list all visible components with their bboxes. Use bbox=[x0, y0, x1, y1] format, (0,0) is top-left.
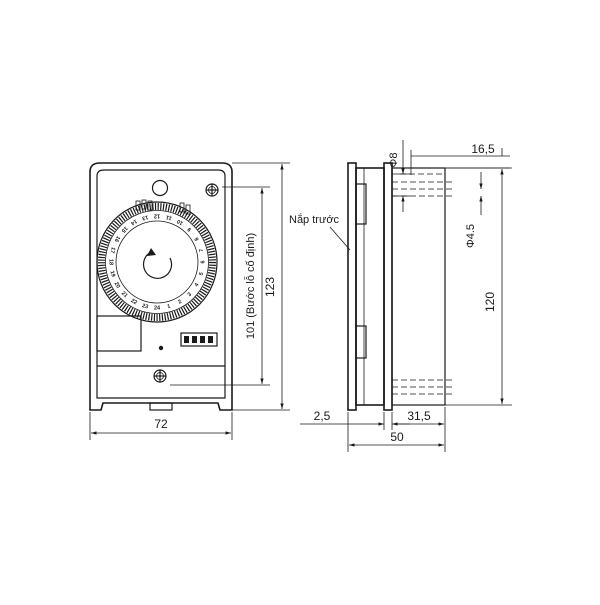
back-plate bbox=[383, 162, 393, 411]
dial-number: 13 bbox=[141, 213, 148, 220]
dial-rotation-arrow-icon bbox=[142, 251, 173, 279]
dim-height-label: 123 bbox=[263, 277, 277, 297]
dim-dia-4-5: Φ4.5 bbox=[465, 172, 483, 248]
dial-number: 9 bbox=[187, 226, 193, 232]
dial-number: 1 bbox=[167, 304, 172, 311]
dim-hole-pitch-label: 101 (Bước lỗ cố định) bbox=[244, 233, 257, 339]
dial-number: 20 bbox=[113, 281, 121, 289]
dim-hole-pitch-101: 101 (Bước lỗ cố định) bbox=[170, 186, 270, 386]
back-mount bbox=[391, 167, 446, 406]
dial-number: 4 bbox=[194, 282, 201, 288]
dial-number: 2 bbox=[177, 299, 183, 306]
dim-width-label: 72 bbox=[154, 417, 168, 431]
dia-4-5-label: Φ4.5 bbox=[465, 224, 477, 248]
dim-16-5-label: 16,5 bbox=[471, 142, 495, 156]
dim-2-5-label: 2,5 bbox=[314, 409, 331, 423]
dial-number: 7 bbox=[199, 248, 206, 253]
dip-switch-block bbox=[180, 332, 218, 347]
front-cover-part bbox=[347, 162, 357, 411]
front-cover-label: Nắp trước bbox=[289, 213, 340, 226]
dial-number: 21 bbox=[120, 291, 129, 300]
indicator-dot bbox=[158, 345, 164, 351]
dim-50-label: 50 bbox=[390, 430, 404, 444]
dial-number: 8 bbox=[194, 236, 201, 242]
dim-16-5: 16,5 bbox=[410, 142, 510, 175]
hidden-hole-bottom bbox=[392, 379, 452, 395]
bottom-screw-icon bbox=[153, 369, 167, 383]
dial-number: 12 bbox=[154, 213, 160, 219]
clip-bottom bbox=[355, 325, 367, 359]
dim-height-120: 120 bbox=[445, 167, 512, 406]
side-view: Nắp trước Φ8 16,5 Φ4.5 bbox=[289, 140, 512, 452]
dial-pins bbox=[135, 199, 191, 215]
side-body bbox=[355, 167, 385, 406]
dial-number: 3 bbox=[187, 292, 193, 298]
dial-number: 22 bbox=[130, 298, 138, 306]
dial-number: 24 bbox=[154, 305, 161, 311]
front-panel bbox=[96, 169, 226, 399]
dia-8-label: Φ8 bbox=[388, 153, 400, 168]
dial-number: 14 bbox=[129, 218, 138, 227]
dial-number: 6 bbox=[200, 260, 206, 263]
front-housing bbox=[89, 162, 233, 411]
top-screw-icon bbox=[205, 183, 219, 197]
display-window bbox=[96, 315, 142, 352]
dim-bottom: 2,5 31,5 50 bbox=[300, 407, 446, 452]
dial-number: 16 bbox=[113, 235, 121, 243]
dial-number: 5 bbox=[199, 272, 206, 277]
dial-number: 19 bbox=[108, 270, 115, 277]
dim-dia-8: Φ8 bbox=[388, 140, 410, 212]
dial-number: 23 bbox=[141, 303, 148, 310]
dial-number: 10 bbox=[176, 218, 184, 226]
dial-number: 18 bbox=[108, 259, 114, 265]
hidden-hole-top bbox=[392, 173, 452, 197]
dial-number: 15 bbox=[120, 225, 129, 234]
dim-width-72: 72 bbox=[89, 412, 233, 440]
top-mounting-hole bbox=[151, 179, 169, 197]
dim-120-label: 120 bbox=[483, 292, 497, 312]
dial-number: 17 bbox=[108, 246, 115, 253]
clip-top bbox=[355, 183, 367, 225]
front-bottom-tab bbox=[149, 402, 173, 411]
dim-height-123: 123 bbox=[232, 162, 290, 411]
dial-number: 11 bbox=[165, 214, 172, 221]
dim-31-5-label: 31,5 bbox=[407, 409, 431, 423]
